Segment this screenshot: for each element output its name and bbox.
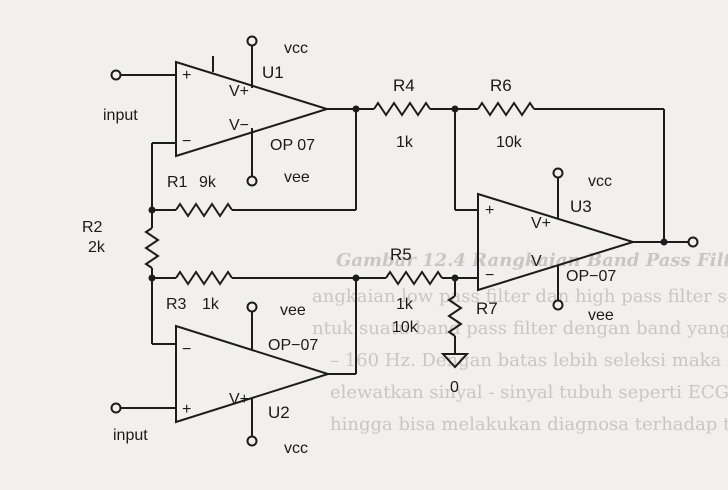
u1-pin-minus-label: − xyxy=(182,133,191,150)
bg-line-3: – 160 Hz. Dengan batas lebih seleksi mak… xyxy=(330,350,728,371)
resistor-r3 xyxy=(175,270,233,286)
u1-vminus-label: V− xyxy=(229,117,249,134)
u3-vcc-terminal xyxy=(552,167,564,179)
u1-vplus-label: V+ xyxy=(229,83,249,100)
background-page-text: Gambar 12.4 Rangkaian Band Pass Filter a… xyxy=(312,250,728,435)
u3-pin-plus-label: + xyxy=(485,202,494,219)
r7-label: R7 xyxy=(476,299,498,318)
u2-vcc-label: vcc xyxy=(284,440,308,457)
junction-u3-output xyxy=(660,238,668,246)
u1-vee-terminal xyxy=(246,175,258,187)
r1-label: R1 xyxy=(167,174,188,191)
bg-caption: Gambar 12.4 Rangkaian Band Pass Filter xyxy=(336,250,728,271)
r2-value: 2k xyxy=(88,239,106,256)
r4-label: R4 xyxy=(393,76,415,95)
input-top-terminal xyxy=(110,69,122,81)
junction-u1-output xyxy=(352,105,360,113)
resistor-r2 xyxy=(144,227,160,269)
output-terminal xyxy=(687,236,699,248)
r7-value: 10k xyxy=(392,319,419,336)
r3-value: 1k xyxy=(202,296,220,313)
op-amp-u1 xyxy=(175,35,331,187)
u2-vcc-terminal xyxy=(246,435,258,447)
u1-vee-label: vee xyxy=(284,169,310,186)
ground-symbol xyxy=(440,353,470,369)
u3-label: U3 xyxy=(570,197,592,216)
r2-label: R2 xyxy=(82,219,103,236)
input-top-label: input xyxy=(103,107,138,124)
u3-vee-terminal xyxy=(552,299,564,311)
u3-vcc-label: vcc xyxy=(588,173,612,190)
op-amp-u2 xyxy=(175,301,332,447)
u3-vplus-label: V+ xyxy=(531,215,551,232)
r6-value: 10k xyxy=(496,134,523,151)
op-amp-u3 xyxy=(477,167,637,311)
u1-label: U1 xyxy=(262,63,284,82)
resistor-r4 xyxy=(373,101,431,117)
resistor-r6 xyxy=(477,101,535,117)
r5-label: R5 xyxy=(390,245,412,264)
r3-label: R3 xyxy=(166,296,187,313)
u1-part-label: OP 07 xyxy=(270,137,315,154)
resistor-r5 xyxy=(385,270,443,286)
u1-vcc-label: vcc xyxy=(284,40,308,57)
bg-line-4: elewatkan sinyal - sinyal tubuh seperti … xyxy=(330,382,728,403)
r1-value: 9k xyxy=(199,174,217,191)
u1-vcc-terminal xyxy=(246,35,258,47)
u3-part-label: OP−07 xyxy=(566,268,616,285)
ground-label: 0 xyxy=(450,379,459,396)
bg-line-2: ntuk suatu band pass filter dengan band … xyxy=(312,318,728,339)
r6-label: R6 xyxy=(490,76,512,95)
resistor-r1 xyxy=(175,202,233,218)
bg-line-1: angkaian low pass filter dan high pass f… xyxy=(312,286,728,307)
r4-value: 1k xyxy=(396,134,414,151)
u2-label: U2 xyxy=(268,403,290,422)
resistor-r7 xyxy=(447,295,463,337)
u3-pin-minus-label: − xyxy=(485,267,494,284)
bg-line-5: hingga bisa melakukan diagnosa terhadap … xyxy=(330,414,728,435)
input-bottom-label: input xyxy=(113,427,148,444)
u2-vee-terminal xyxy=(246,301,258,313)
u2-vee-label: vee xyxy=(280,302,306,319)
r5-value: 1k xyxy=(396,296,414,313)
u3-v-label: V xyxy=(531,253,542,270)
u2-pin-plus-label: + xyxy=(182,401,191,418)
op-amp-u3-body xyxy=(477,192,637,292)
u2-pin-minus-label: − xyxy=(182,341,191,358)
u3-vee-label: vee xyxy=(588,307,614,324)
input-bottom-terminal xyxy=(110,402,122,414)
u1-pin-plus-label: + xyxy=(182,67,191,84)
u2-part-label: OP−07 xyxy=(268,337,318,354)
u2-vplus-label: V+ xyxy=(229,391,249,408)
junction-u2-output xyxy=(352,274,360,282)
